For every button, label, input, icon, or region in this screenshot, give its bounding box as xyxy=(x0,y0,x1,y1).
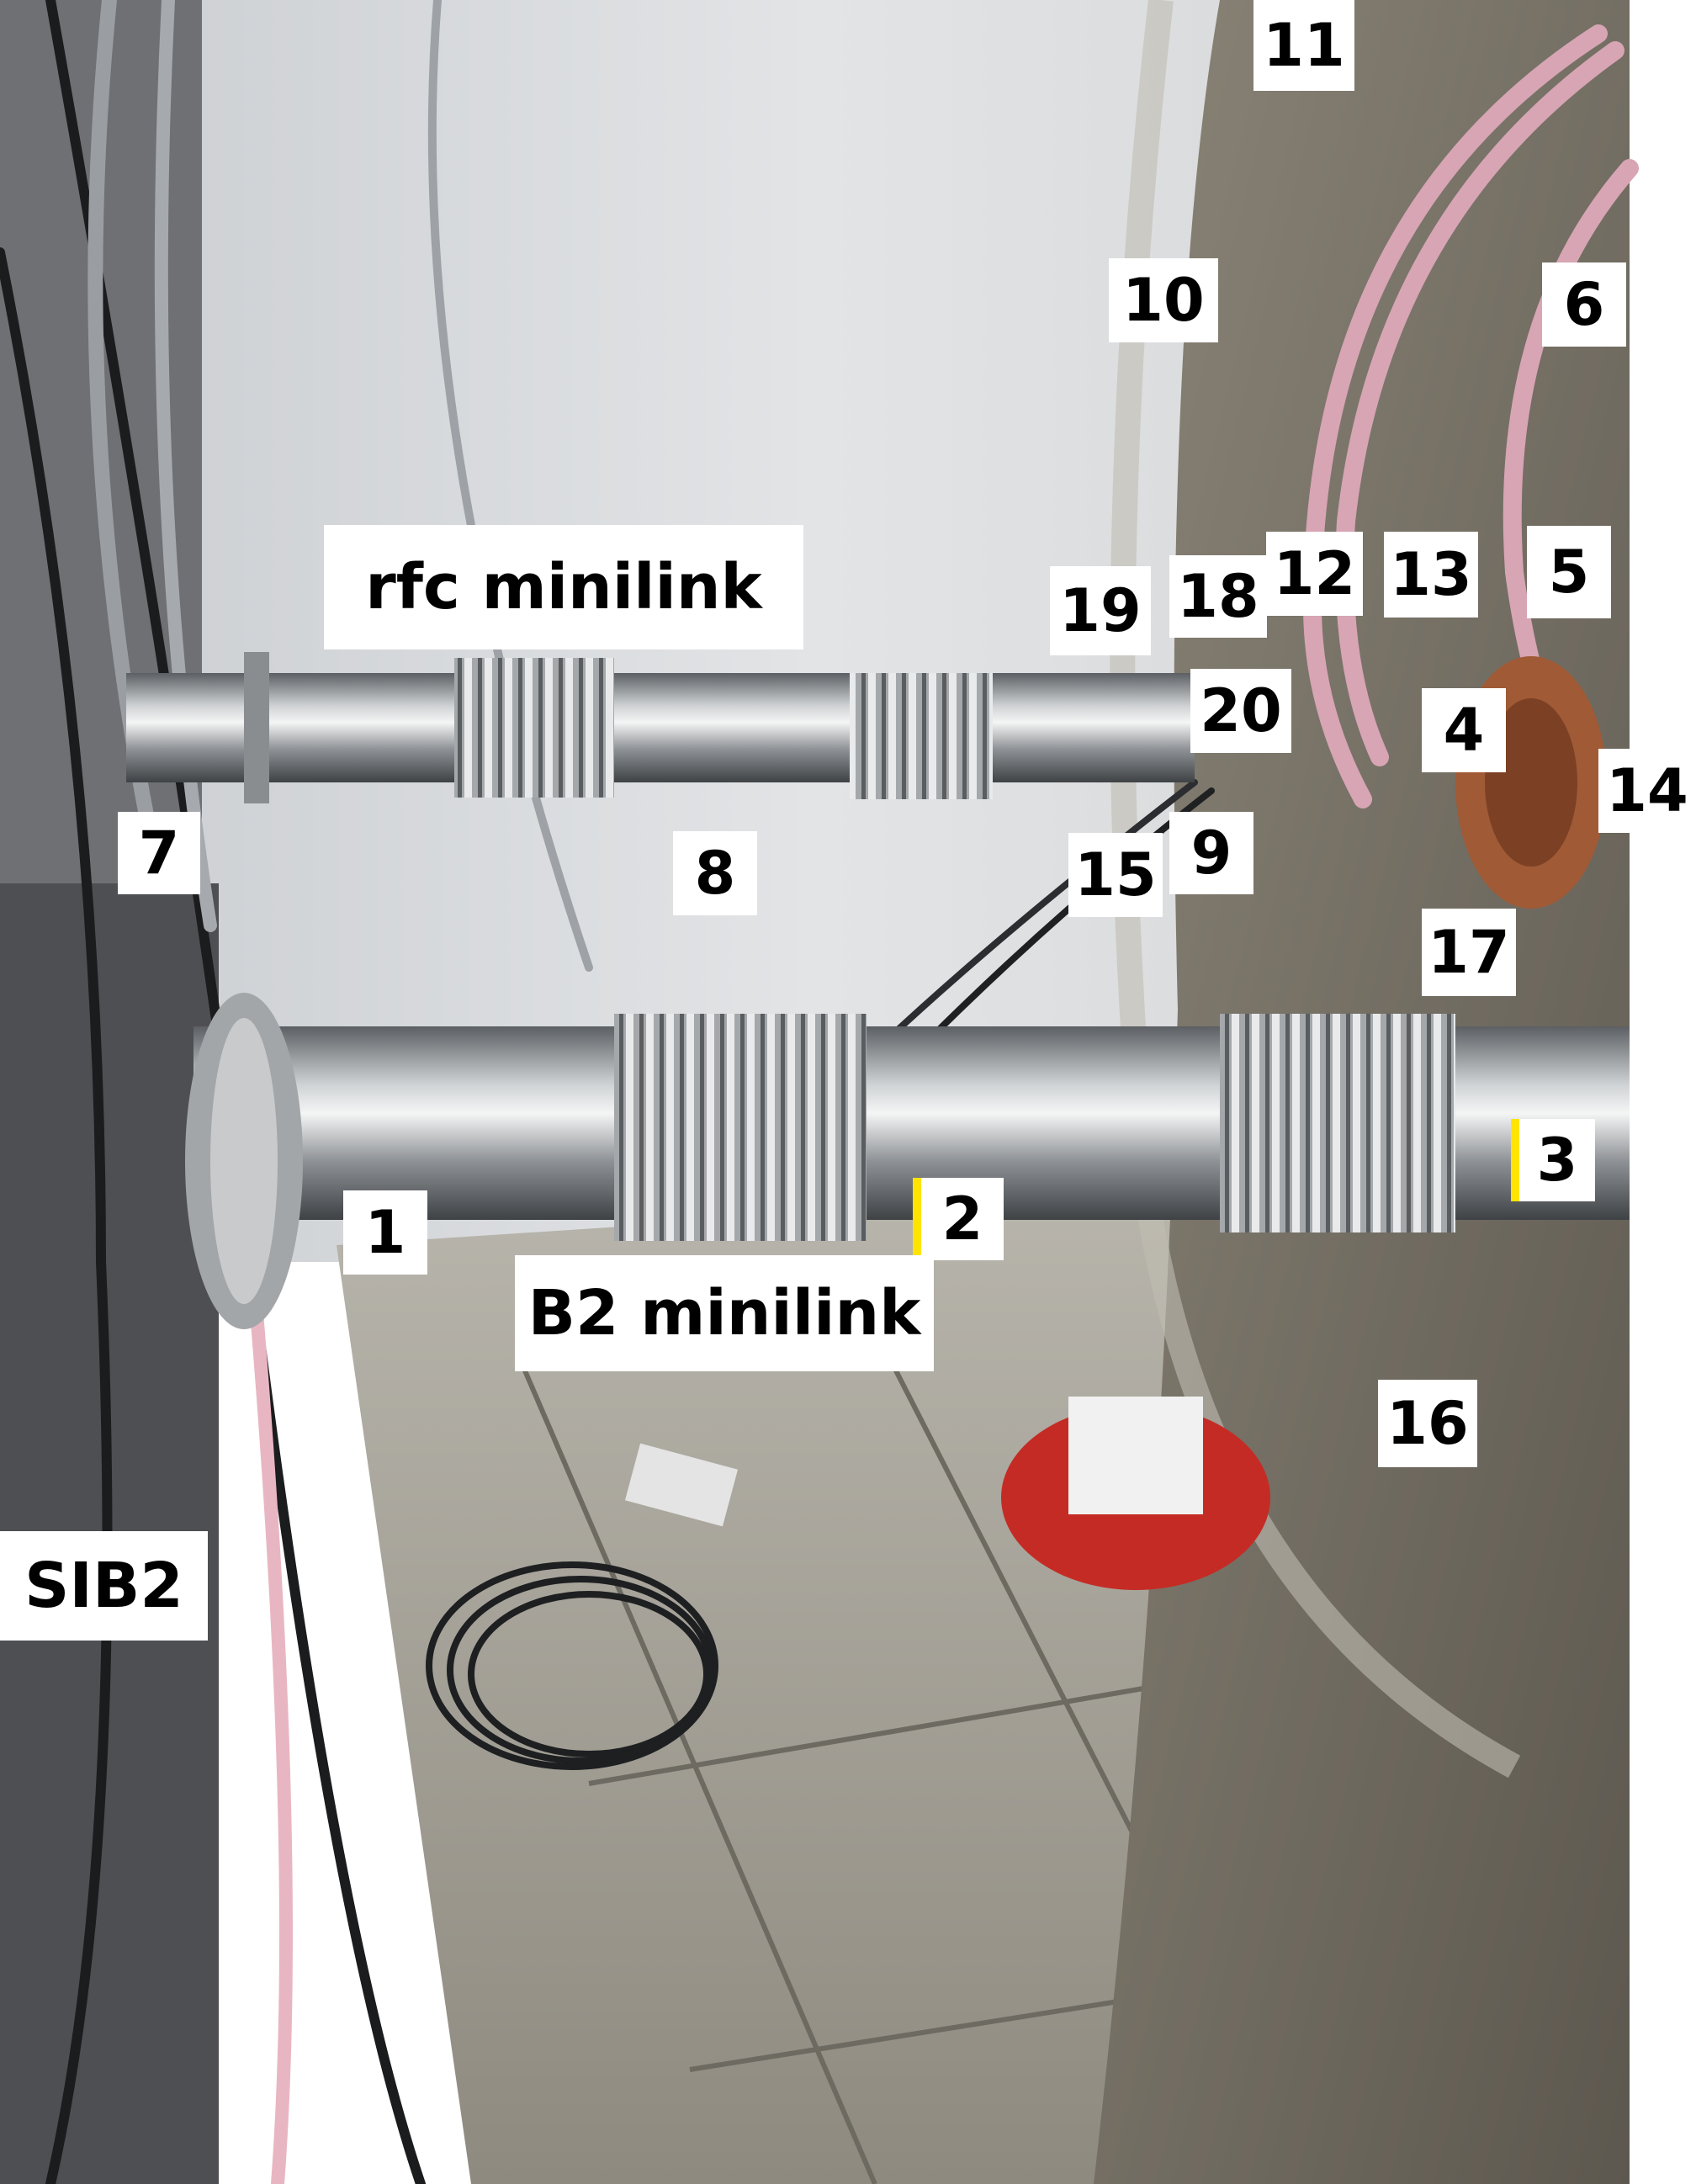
label-6: 6 xyxy=(1542,262,1626,347)
label-14: 14 xyxy=(1598,749,1696,833)
label-9: 9 xyxy=(1169,812,1253,894)
label-16: 16 xyxy=(1378,1380,1477,1467)
label-11: 11 xyxy=(1253,0,1354,91)
label-5: 5 xyxy=(1527,526,1611,618)
label-20: 20 xyxy=(1190,669,1291,753)
label-17: 17 xyxy=(1422,909,1516,996)
label-3: 3 xyxy=(1519,1119,1595,1201)
label-15: 15 xyxy=(1068,833,1163,917)
label-13: 13 xyxy=(1384,532,1478,618)
label-2: 2 xyxy=(921,1178,1004,1260)
label-10: 10 xyxy=(1109,258,1218,342)
label-7: 7 xyxy=(118,812,200,894)
label-8: 8 xyxy=(673,831,757,915)
highlight-mark-2 xyxy=(913,1178,921,1260)
label-rfc-minilink: rfc minilink xyxy=(324,525,803,649)
highlight-mark-3 xyxy=(1511,1119,1519,1201)
label-18: 18 xyxy=(1169,555,1267,638)
label-19: 19 xyxy=(1050,566,1151,655)
label-1: 1 xyxy=(343,1190,427,1275)
label-b2-minilink: B2 minilink xyxy=(515,1255,934,1371)
label-4: 4 xyxy=(1422,688,1506,772)
label-12: 12 xyxy=(1266,532,1363,616)
label-sib2: SIB2 xyxy=(0,1531,208,1641)
